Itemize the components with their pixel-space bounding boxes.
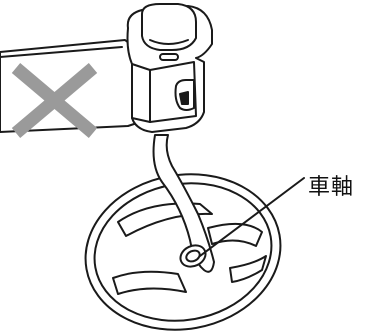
axle-label: 車軸 <box>308 175 355 200</box>
caster-bracket <box>126 3 213 133</box>
prohibition-x-icon <box>11 63 98 138</box>
axle-hub <box>179 244 207 268</box>
fork-stem <box>152 134 215 273</box>
callout-leader-line <box>199 177 305 257</box>
